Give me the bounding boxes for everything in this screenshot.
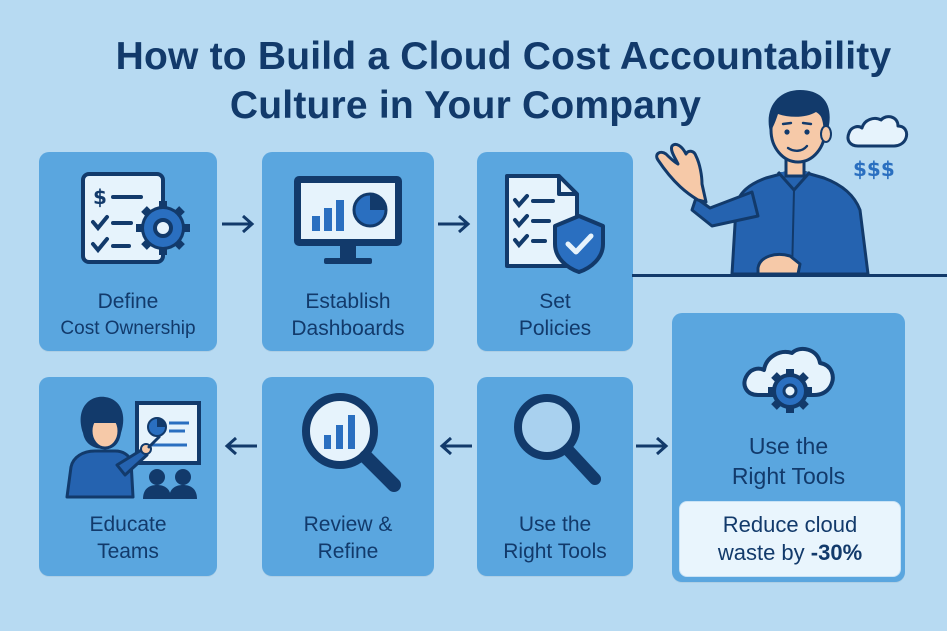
step-label-line-2: Teams	[97, 540, 159, 563]
result-value: -30%	[810, 540, 863, 565]
step-educate-teams: Educate Teams	[39, 377, 217, 576]
magnifier-chart-icon	[302, 393, 401, 492]
svg-text:$: $	[93, 185, 107, 209]
step-label-line-1: Set	[539, 290, 571, 313]
teacher-presentation-icon	[65, 396, 201, 499]
step-label-line-1: Define	[97, 290, 159, 313]
checklist-gear-icon: $	[81, 172, 190, 264]
step-label-line-2: Policies	[518, 317, 592, 340]
outcome-result-box: Reduce cloud waste by -30%	[679, 501, 901, 577]
page-title-line-1: How to Build a Cloud Cost Accountability	[115, 35, 892, 78]
policy-shield-icon	[505, 174, 605, 274]
step-set-policies: Set Policies	[477, 152, 633, 351]
step-establish-dashboards: Establish Dashboards	[262, 152, 434, 351]
step-label-line-1: Educate	[89, 513, 167, 536]
magnifying-glass-icon	[514, 394, 601, 485]
step-label-line-1: Use the	[518, 513, 592, 536]
step-label-line-2: Dashboards	[291, 317, 405, 340]
result-prefix: waste by	[717, 540, 811, 565]
arrow-left-icon	[439, 436, 472, 456]
result-line-1: Reduce cloud	[722, 512, 858, 537]
cost-symbols: $$$	[853, 157, 895, 181]
tools-label-line-2: Right Tools	[731, 463, 846, 489]
step-review-refine: Review & Refine	[262, 377, 434, 576]
result-line-2: waste by -30%	[680, 539, 900, 567]
step-label-line-2: Cost Ownership	[60, 318, 196, 339]
arrow-right-icon	[636, 436, 669, 456]
cloud-cost-icon	[846, 115, 909, 148]
tools-label-line-1: Use the	[748, 433, 829, 459]
page-title-line-2: Culture in Your Company	[229, 84, 702, 127]
arrow-left-icon	[224, 436, 257, 456]
presenter-illustration: $$$	[655, 90, 909, 276]
arrow-right-icon	[438, 214, 471, 234]
arrow-right-icon	[222, 214, 255, 234]
cloud-gear-icon	[742, 346, 835, 413]
step-use-right-tools: Use the Right Tools	[477, 377, 633, 576]
step-define-cost-ownership: $ Define Cost Ownership	[39, 152, 217, 351]
step-label-line-1: Review &	[303, 513, 393, 536]
step-label-line-1: Establish	[305, 290, 391, 313]
step-label-line-2: Refine	[317, 540, 379, 563]
desk-divider	[632, 274, 947, 277]
step-label-line-2: Right Tools	[503, 540, 607, 563]
monitor-chart-icon	[294, 176, 402, 264]
